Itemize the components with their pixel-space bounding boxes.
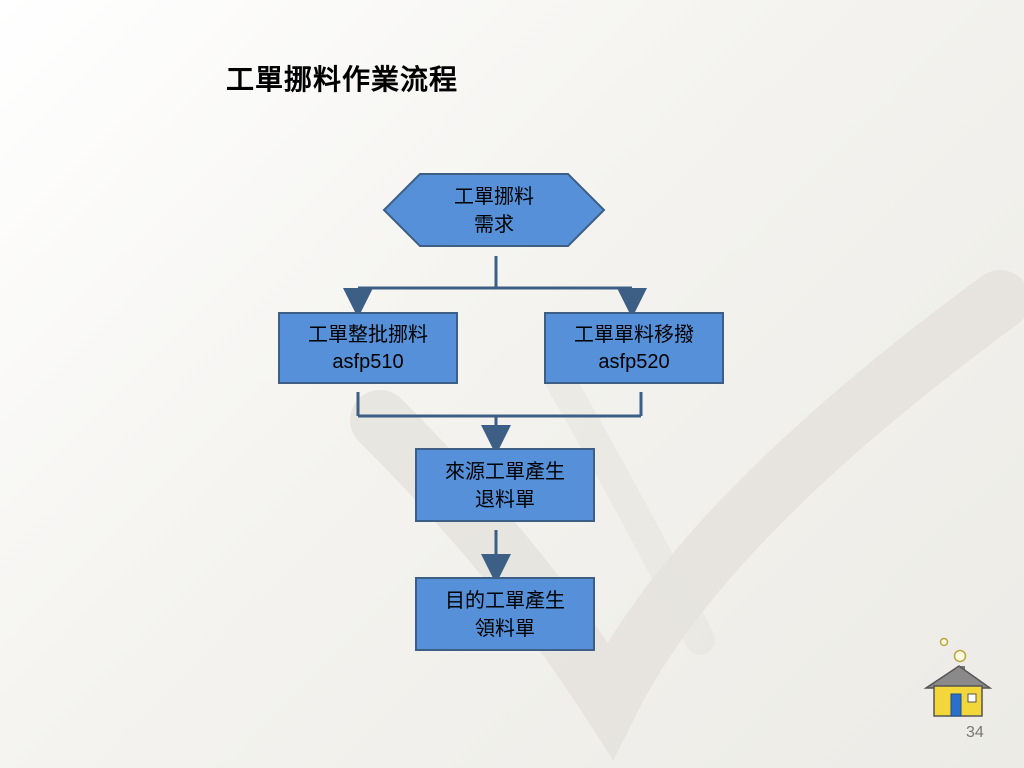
single-transfer-label: 工單單料移撥 xyxy=(574,322,694,346)
start-node-line2: 需求 xyxy=(474,212,514,236)
batch-transfer-label: 工單整批挪料 xyxy=(308,322,428,346)
source-return-line1: 來源工單產生 xyxy=(445,459,565,483)
single-transfer-code: asfp520 xyxy=(598,351,670,373)
start-node: 工單挪料 需求 xyxy=(384,174,604,246)
page-number: 34 xyxy=(966,724,984,741)
home-icon[interactable] xyxy=(922,636,994,720)
batch-transfer-code: asfp510 xyxy=(332,351,404,373)
source-return-node: 來源工單產生 退料單 xyxy=(415,448,595,522)
target-issue-node: 目的工單產生 領料單 xyxy=(415,577,595,651)
start-hexagon xyxy=(382,173,606,247)
batch-transfer-node: 工單整批挪料 asfp510 xyxy=(278,312,458,384)
target-issue-line2: 領料單 xyxy=(475,616,535,640)
slide-title: 工單挪料作業流程 xyxy=(226,63,459,96)
source-return-line2: 退料單 xyxy=(475,487,535,511)
start-node-line1: 工單挪料 xyxy=(454,184,534,208)
target-issue-line1: 目的工單產生 xyxy=(445,588,565,612)
single-transfer-node: 工單單料移撥 asfp520 xyxy=(544,312,724,384)
